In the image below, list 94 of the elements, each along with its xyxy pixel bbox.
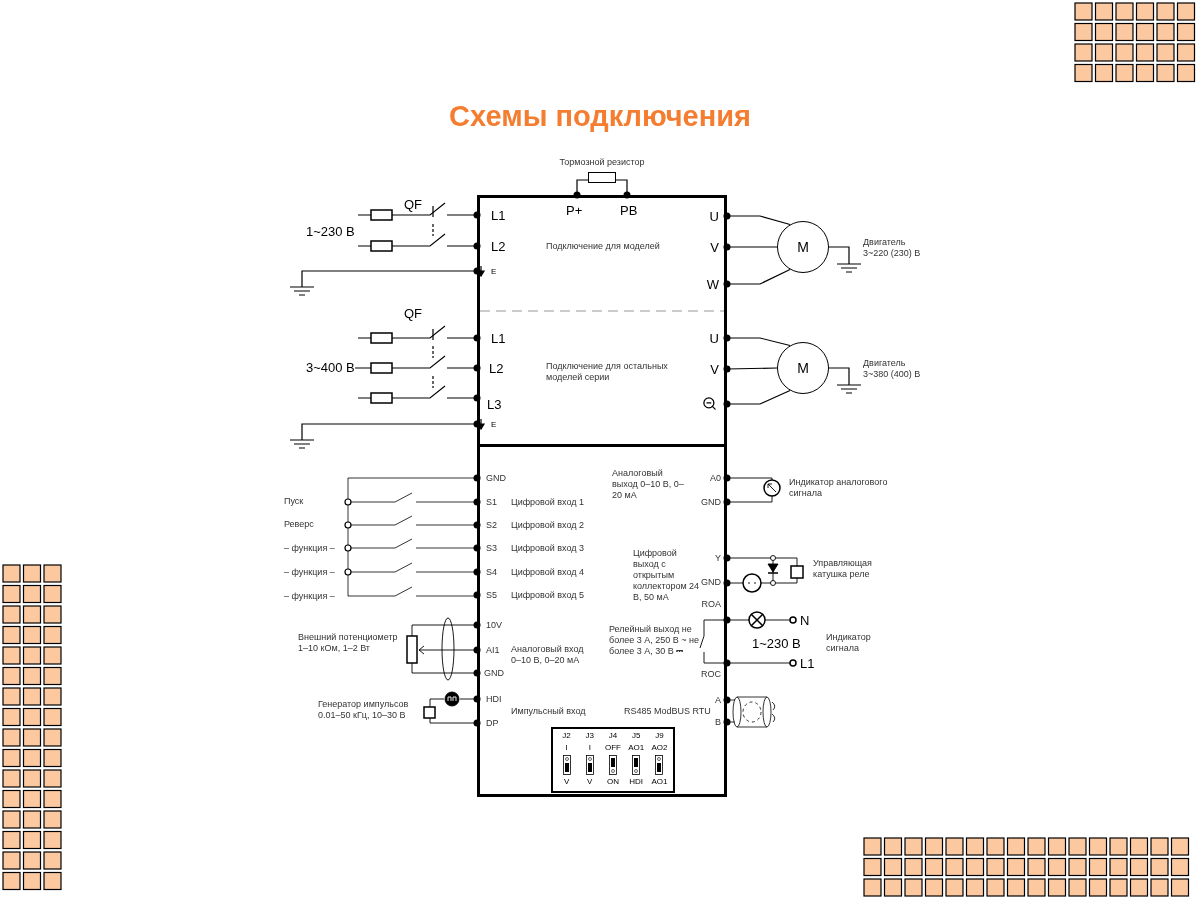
description-text: Цифровой вход 2 [511,519,585,531]
switch-label: J5 [630,731,642,742]
switch-label: ON [606,777,620,789]
input-label: Реверс [284,518,314,530]
terminal-label: L2 [489,362,504,374]
switch-label: AO2 [650,742,669,754]
input-label: Пуск [284,495,304,507]
terminal-label: PB [620,204,638,216]
description-text: Цифровой вход 3 [511,542,585,554]
terminal-label: E [491,265,497,277]
wire [723,243,778,251]
wire [723,389,791,408]
description-text: Цифровой вход 4 [511,566,585,578]
switch-label: J2 [561,731,572,742]
device-label: Индикатор сигнала [826,632,872,654]
voltage-label: 1~230 В [752,637,801,649]
wire [723,268,791,288]
description-text: Подключение для моделей [546,240,661,252]
description-text: Аналоговый выход 0–10 В, 0–20 мА [612,467,685,501]
wire [723,334,791,347]
terminal-label: DP [486,717,499,729]
terminal-label: U [709,210,719,222]
terminal-label: 10V [486,619,502,631]
voltage-label: 3~400 В [306,361,355,373]
switch-label: I [587,742,592,754]
switch-label: OFF [604,742,622,754]
terminal-label: AI1 [486,644,500,656]
terminal-label: S4 [486,566,497,578]
switch-label: V [586,777,594,789]
terminal-label: GND [484,667,504,679]
device-label: Управляющая катушка реле [813,558,873,580]
title: Схемы подключения [448,99,752,134]
description-text: RS485 ModBUS RTU [624,705,711,717]
motor-letter: M [797,237,809,257]
terminal-label: ROA [701,598,721,610]
description-text: Подключение для остальных моделей серии [546,361,669,383]
terminal-label: S5 [486,589,497,601]
description-text: Цифровой вход 1 [511,496,585,508]
terminal-label: U [709,332,719,344]
terminal-label: GND [486,472,506,484]
terminal-label: HDI [486,693,502,705]
dip-switch-block [551,727,675,793]
switch-label: J3 [584,731,595,742]
terminal-label: V [710,241,719,253]
terminal-label: S2 [486,519,497,531]
inverter-section-box [477,195,727,447]
terminal-label: L1 [800,657,815,669]
terminal-label: S3 [486,542,497,554]
terminal-label: N [800,614,810,626]
terminal-label: L1 [491,332,506,344]
terminal-label: L3 [487,398,502,410]
breaker-label: QF [404,198,423,210]
device-label: Индикатор аналогового сигнала [789,477,889,499]
description-text: Релейный выход не более 3 А, 250 В ~ не более 3 А, 30 В ⎓ [609,623,700,657]
motor-label: Двигатель 3~220 (230) В [863,237,922,259]
wire [573,179,589,199]
switch-label: V [562,777,571,789]
input-label: – функция – [284,566,335,578]
inverter-section-box [477,447,727,797]
terminal-label: A0 [710,472,721,484]
terminal-label: L1 [491,209,506,221]
terminal-label: GND [701,496,721,508]
voltage-label: 1~230 В [306,225,355,237]
terminal-label: V [710,363,719,375]
terminal-label: B [715,716,721,728]
terminal-label: S1 [486,496,497,508]
switch-label: AO1 [650,777,669,789]
device-label: Внешний потенциометр 1–10 кОм, 1–2 Вт [298,632,399,654]
wire [723,365,778,373]
terminal-label: Y [715,552,721,564]
description-text: Импульсный вход [511,705,586,717]
terminal-label: GND [701,576,721,588]
breaker-label: QF [404,307,423,319]
motor-letter: M [797,358,809,378]
terminal-label: L2 [491,240,506,252]
terminal-label: W [706,278,719,290]
wire [723,212,791,226]
terminal-label: E [491,418,497,430]
switch-label: J9 [654,731,665,742]
switch-label: AO1 [627,742,646,754]
terminal-label: A [715,694,721,706]
switch-label: I [564,742,569,754]
component-label: Тормозной резистор [559,157,645,168]
wire [615,179,631,199]
description-text: Цифровой вход 5 [511,589,585,601]
switch-label: J4 [607,731,619,742]
terminal-label: P+ [566,204,583,216]
terminal-label: ROC [701,668,721,680]
device-label: Генератор импульсов 0.01–50 кГц, 10–30 В [318,699,410,721]
input-label: – функция – [284,542,335,554]
motor-label: Двигатель 3~380 (400) В [863,358,922,380]
input-label: – функция – [284,590,335,602]
switch-label: HDI [628,777,645,789]
description-text: Аналоговый вход 0–10 В, 0–20 мА [511,644,585,666]
